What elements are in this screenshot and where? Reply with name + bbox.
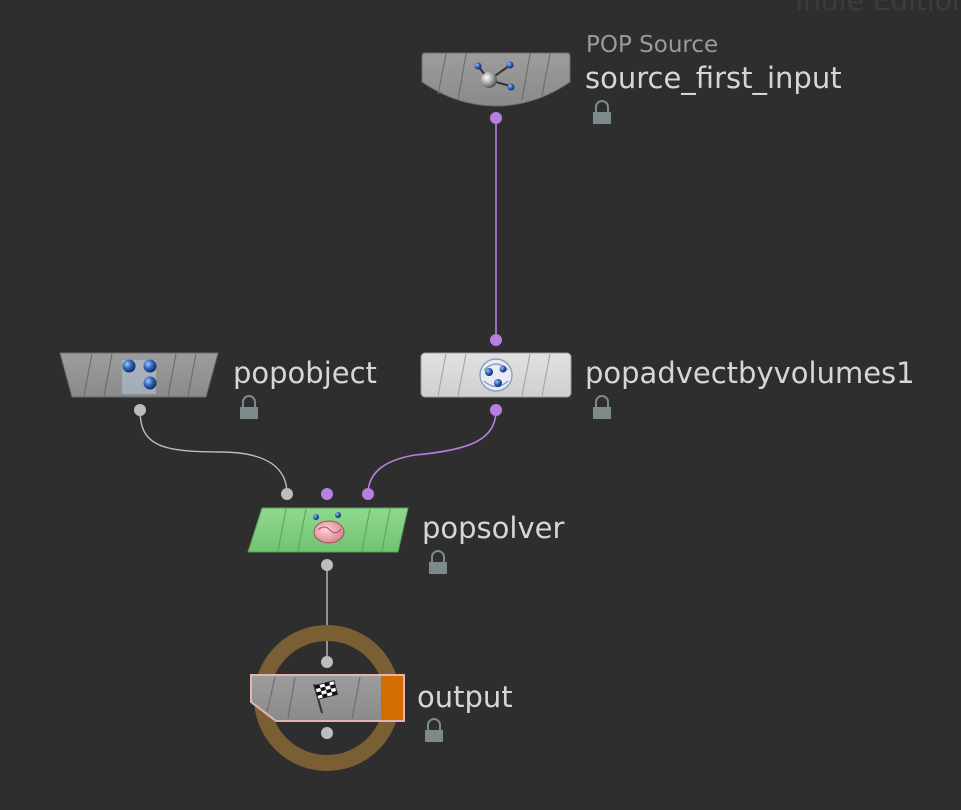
popadvect-icon <box>479 358 513 392</box>
pop-source-icon <box>474 61 515 91</box>
node-type-label: POP Source <box>586 32 719 58</box>
popsolver-icon <box>313 512 345 544</box>
popsolver-output-connector[interactable] <box>321 559 333 571</box>
wire-popobject-to-solver[interactable] <box>139 409 288 495</box>
node-name-output[interactable]: output <box>417 680 513 714</box>
lock-icon[interactable] <box>593 100 611 124</box>
edition-watermark: Indie Edition <box>795 0 961 17</box>
node-name-popsolver[interactable]: popsolver <box>422 511 565 545</box>
popobject-icon <box>122 359 157 394</box>
output-output-connector[interactable] <box>321 727 333 739</box>
node-source-first-input[interactable] <box>421 52 571 124</box>
popsolver-input-2-connector[interactable] <box>321 488 333 500</box>
node-name-popadvectbyvolumes1[interactable]: popadvectbyvolumes1 <box>585 356 915 390</box>
output-input-connector[interactable] <box>321 656 333 668</box>
lock-icon[interactable] <box>429 550 447 574</box>
popsolver-input-1-connector[interactable] <box>281 488 293 500</box>
popsolver-input-3-connector[interactable] <box>362 488 374 500</box>
node-name-popobject[interactable]: popobject <box>233 356 377 390</box>
node-popsolver[interactable] <box>247 488 409 571</box>
node-name-source-first-input[interactable]: source_first_input <box>585 61 842 95</box>
popadvect-input-connector[interactable] <box>490 334 502 346</box>
node-popobject[interactable] <box>59 352 219 416</box>
display-flag[interactable] <box>381 676 403 720</box>
popobject-output-connector[interactable] <box>134 404 146 416</box>
node-output[interactable] <box>250 656 405 739</box>
lock-icon[interactable] <box>425 718 443 742</box>
lock-icon[interactable] <box>240 395 258 419</box>
popadvect-output-connector[interactable] <box>490 404 502 416</box>
lock-icon[interactable] <box>593 395 611 419</box>
checkered-flag-icon <box>313 680 339 714</box>
node-popadvectbyvolumes1[interactable] <box>420 334 572 416</box>
wire-advect-to-solver[interactable] <box>367 409 497 495</box>
source-output-connector[interactable] <box>490 112 502 124</box>
